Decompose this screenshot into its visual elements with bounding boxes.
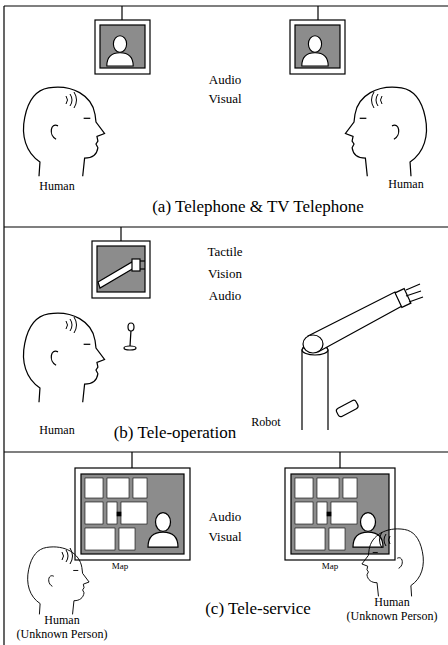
person-label: Human [388, 178, 423, 191]
channel-label: Visual [208, 92, 241, 106]
channel-label: Audio [209, 510, 242, 524]
channel-label: Visual [208, 530, 241, 544]
panel-caption: (a) Telephone & TV Telephone [152, 198, 364, 217]
person-label: Human [374, 596, 409, 609]
channel-label: Audio [209, 73, 242, 87]
panel-caption: (c) Tele-service [205, 600, 311, 619]
person-label: (Unknown Person) [17, 628, 108, 641]
robot-label: Robot [251, 416, 280, 429]
channel-label: Vision [208, 267, 242, 281]
map-label: Map [112, 562, 129, 572]
channel-label: Tactile [207, 245, 242, 259]
panel-caption: (b) Tele-operation [114, 424, 237, 443]
person-label: Human [44, 614, 79, 627]
channel-label: Audio [209, 289, 242, 303]
person-label: Human [39, 424, 74, 437]
person-label: Human [39, 180, 74, 193]
map-label: Map [322, 562, 339, 572]
person-label: (Unknown Person) [347, 610, 438, 623]
